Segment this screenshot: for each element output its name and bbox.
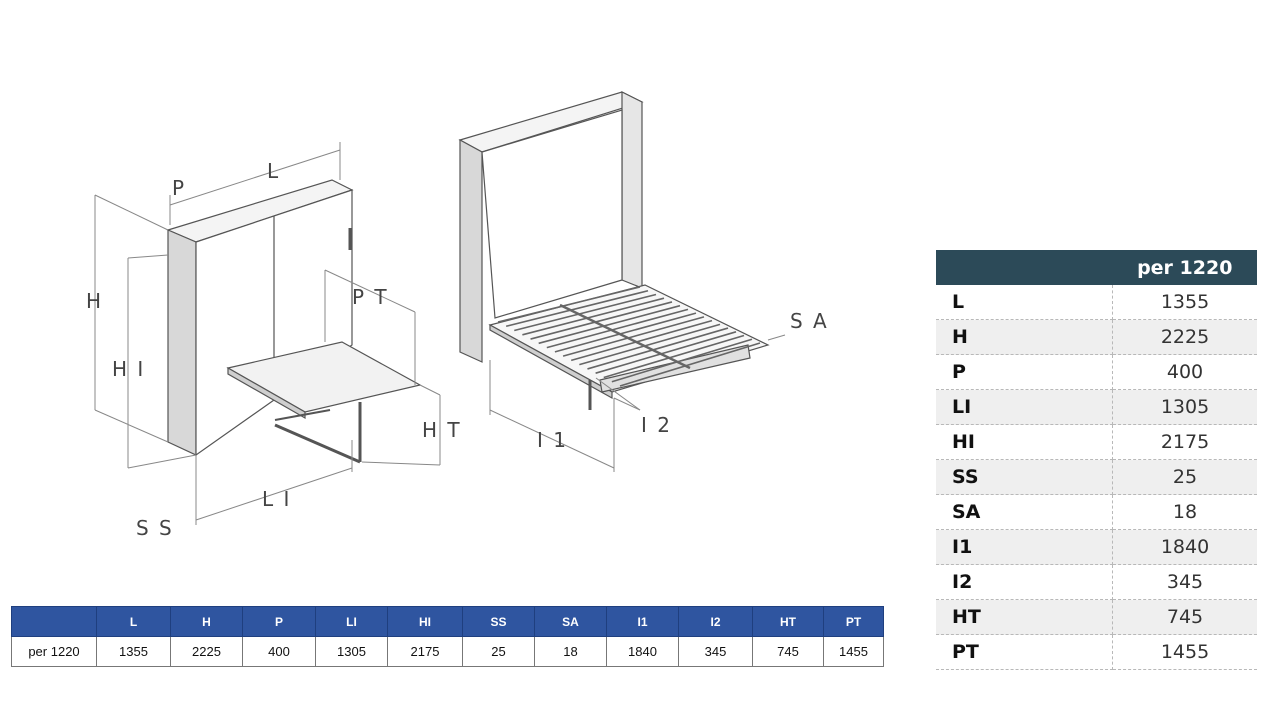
header-cell: LI bbox=[315, 606, 388, 637]
dimension-value: 1455 bbox=[1112, 634, 1257, 670]
dimension-value: 1305 bbox=[1112, 389, 1257, 425]
value-cell: 1355 bbox=[96, 636, 171, 667]
bed-slat bbox=[579, 323, 721, 366]
bed-center-rail bbox=[559, 303, 691, 370]
dimension-key: P bbox=[936, 354, 1113, 390]
label-H: H bbox=[86, 289, 103, 313]
bed-slat bbox=[570, 319, 713, 362]
bed-slat bbox=[619, 342, 761, 387]
bed-slats bbox=[497, 286, 761, 387]
dimension-key: SS bbox=[936, 459, 1113, 495]
bed-slat bbox=[522, 297, 665, 336]
dimension-value: 1355 bbox=[1112, 285, 1257, 320]
dimension-value: 25 bbox=[1112, 459, 1257, 495]
header-cell: L bbox=[96, 606, 171, 637]
label-I2: I 2 bbox=[641, 413, 672, 437]
dimension-value: 345 bbox=[1112, 564, 1257, 600]
header-cell: P bbox=[242, 606, 316, 637]
dimension-value: 2225 bbox=[1112, 319, 1257, 355]
header-cell: I2 bbox=[678, 606, 753, 637]
bed-slat bbox=[546, 308, 689, 349]
open-bed-unit bbox=[458, 91, 770, 410]
bed-slat bbox=[554, 312, 697, 353]
value-cell: 18 bbox=[534, 636, 607, 667]
row-label-cell: per 1220 bbox=[11, 636, 97, 667]
dimension-key: I1 bbox=[936, 529, 1113, 565]
header-cell: H bbox=[170, 606, 243, 637]
label-LI: L I bbox=[262, 487, 291, 511]
value-cell: 2225 bbox=[170, 636, 243, 667]
value-cell: 2175 bbox=[387, 636, 463, 667]
header-model-cell: per 1220 bbox=[1112, 250, 1257, 285]
dimension-key: HI bbox=[936, 424, 1113, 460]
bed-slat bbox=[587, 327, 729, 370]
left-dimension-lines bbox=[94, 142, 441, 525]
label-SS: S S bbox=[136, 516, 174, 540]
label-L: L bbox=[267, 159, 280, 183]
value-cell: 400 bbox=[242, 636, 316, 667]
technical-drawing: P L H H I P T H T L I S S S A I 1 I 2 bbox=[86, 91, 829, 540]
value-cell: 745 bbox=[752, 636, 824, 667]
label-PT: P T bbox=[352, 285, 389, 309]
header-cell: PT bbox=[823, 606, 884, 637]
value-cell: 25 bbox=[462, 636, 535, 667]
closed-cabinet-with-desk bbox=[166, 179, 422, 464]
table-header-row: per 1220 bbox=[936, 250, 1257, 285]
bed-slat bbox=[514, 293, 657, 332]
bed-slat bbox=[505, 289, 649, 328]
right-dimension-lines bbox=[489, 334, 786, 472]
value-cell: 345 bbox=[678, 636, 753, 667]
dimension-key: I2 bbox=[936, 564, 1113, 600]
bed-slat bbox=[497, 286, 641, 323]
label-P: P bbox=[172, 176, 186, 200]
header-cell: SS bbox=[462, 606, 535, 637]
bed-slat bbox=[530, 301, 673, 340]
header-cell: HI bbox=[387, 606, 463, 637]
bed-slat bbox=[603, 334, 745, 379]
dimension-key: HT bbox=[936, 599, 1113, 635]
dimension-value: 2175 bbox=[1112, 424, 1257, 460]
dimension-value: 400 bbox=[1112, 354, 1257, 390]
value-cell: 1840 bbox=[606, 636, 679, 667]
label-I1: I 1 bbox=[537, 428, 568, 452]
dimension-key: SA bbox=[936, 494, 1113, 530]
bed-slat bbox=[562, 316, 705, 357]
dimension-key: LI bbox=[936, 389, 1113, 425]
header-empty-cell bbox=[11, 606, 97, 637]
bed-slat bbox=[611, 338, 753, 383]
dimension-value: 1840 bbox=[1112, 529, 1257, 565]
label-SA: S A bbox=[790, 309, 829, 333]
dimension-value: 18 bbox=[1112, 494, 1257, 530]
header-empty-cell bbox=[936, 250, 1113, 285]
label-HT: H T bbox=[422, 418, 462, 442]
label-HI: H I bbox=[112, 357, 145, 381]
bed-slat bbox=[538, 304, 681, 345]
header-cell: I1 bbox=[606, 606, 679, 637]
header-cell: SA bbox=[534, 606, 607, 637]
header-cell: HT bbox=[752, 606, 824, 637]
dimension-key: L bbox=[936, 285, 1113, 320]
bed-slat bbox=[595, 331, 737, 374]
dimension-value: 745 bbox=[1112, 599, 1257, 635]
value-cell: 1455 bbox=[823, 636, 884, 667]
value-cell: 1305 bbox=[315, 636, 388, 667]
dimension-key: PT bbox=[936, 634, 1113, 670]
dimension-key: H bbox=[936, 319, 1113, 355]
